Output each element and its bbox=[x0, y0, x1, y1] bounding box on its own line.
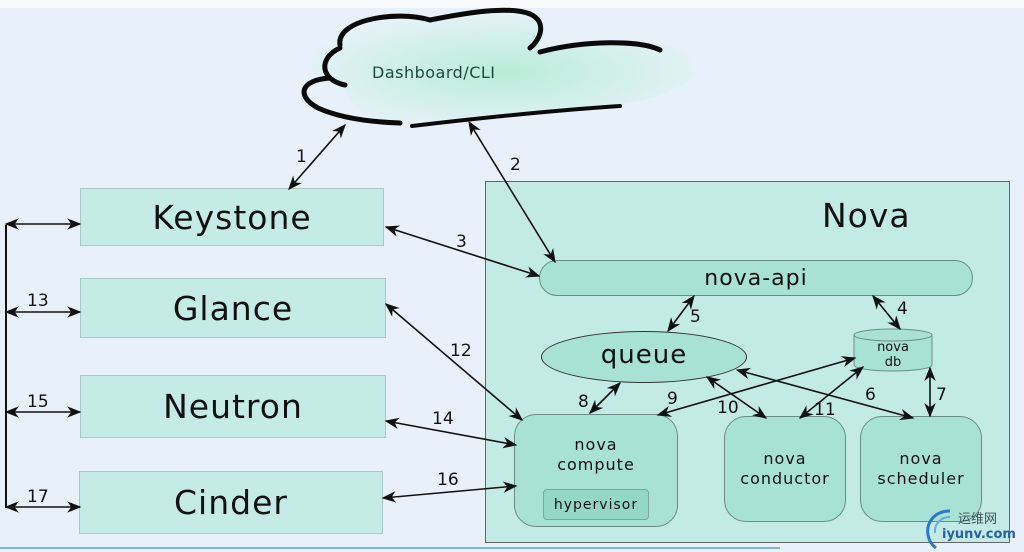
edge-label-10: 10 bbox=[717, 398, 739, 418]
glance-label: Glance bbox=[172, 288, 294, 328]
nova-scheduler-line1: nova bbox=[899, 449, 943, 468]
nova-db-line1: nova bbox=[877, 340, 909, 355]
nova-api-label: nova-api bbox=[704, 265, 808, 291]
edge-3 bbox=[384, 225, 541, 278]
edge-label-6: 6 bbox=[865, 385, 876, 405]
watermark-logo-icon bbox=[926, 509, 951, 549]
edge-label-2: 2 bbox=[510, 155, 521, 175]
nova-db-line2: db bbox=[884, 355, 902, 370]
edge-1 bbox=[288, 123, 346, 191]
edge-2 bbox=[468, 120, 556, 264]
top-edge bbox=[0, 0, 1024, 8]
edge-5 bbox=[667, 294, 695, 333]
edge-label-3: 3 bbox=[456, 232, 467, 252]
nova-compute-node: nova compute hypervisor bbox=[514, 414, 678, 527]
edge-label-4: 4 bbox=[897, 299, 908, 319]
edge-label-5: 5 bbox=[690, 307, 701, 327]
neutron-box: Neutron bbox=[80, 375, 386, 438]
nova-compute-line1: nova bbox=[574, 435, 618, 454]
cinder-box: Cinder bbox=[79, 471, 383, 534]
watermark-en: iyunv.com bbox=[942, 527, 1016, 542]
edge-label-1: 1 bbox=[296, 147, 307, 167]
nova-db-node bbox=[853, 328, 933, 372]
edge-label-8: 8 bbox=[578, 392, 589, 412]
nova-scheduler-node: nova scheduler bbox=[860, 416, 982, 522]
neutron-label: Neutron bbox=[163, 387, 303, 426]
edge-11 bbox=[798, 366, 865, 419]
edge-label-13: 13 bbox=[27, 291, 49, 311]
nova-compute-line2: compute bbox=[557, 455, 635, 474]
cinder-label: Cinder bbox=[174, 483, 288, 522]
edge-label-17: 17 bbox=[27, 487, 49, 507]
watermark-cn: 运维网 bbox=[958, 512, 998, 527]
hypervisor-label: hypervisor bbox=[553, 496, 639, 513]
nova-conductor-line1: nova bbox=[763, 449, 807, 468]
hypervisor-node: hypervisor bbox=[543, 489, 649, 520]
edge-label-7: 7 bbox=[936, 385, 947, 405]
keystone-label: Keystone bbox=[152, 197, 312, 237]
nova-db-label: nova db bbox=[854, 340, 932, 370]
nova-scheduler-line2: scheduler bbox=[877, 469, 965, 488]
bottom-divider bbox=[0, 547, 780, 549]
edge-16 bbox=[381, 481, 518, 503]
edge-10 bbox=[705, 376, 768, 419]
edge-label-11: 11 bbox=[814, 400, 836, 420]
glance-box: Glance bbox=[80, 278, 386, 338]
edge-14 bbox=[384, 417, 518, 449]
cloud-shape bbox=[301, 7, 694, 128]
edge-label-12: 12 bbox=[450, 341, 472, 361]
nova-api-node: nova-api bbox=[539, 260, 973, 296]
nova-conductor-line2: conductor bbox=[740, 469, 830, 488]
edge-8 bbox=[588, 381, 622, 415]
edge-label-9: 9 bbox=[667, 389, 678, 409]
keystone-box: Keystone bbox=[80, 188, 384, 246]
edge-label-16: 16 bbox=[437, 470, 459, 490]
cloud-label: Dashboard/CLI bbox=[372, 63, 496, 82]
edge-label-14: 14 bbox=[432, 409, 454, 429]
edge-label-15: 15 bbox=[27, 392, 49, 412]
nova-conductor-node: nova conductor bbox=[724, 416, 846, 522]
edge-4 bbox=[872, 294, 901, 331]
edge-12 bbox=[384, 303, 524, 421]
nova-title: Nova bbox=[822, 196, 911, 235]
